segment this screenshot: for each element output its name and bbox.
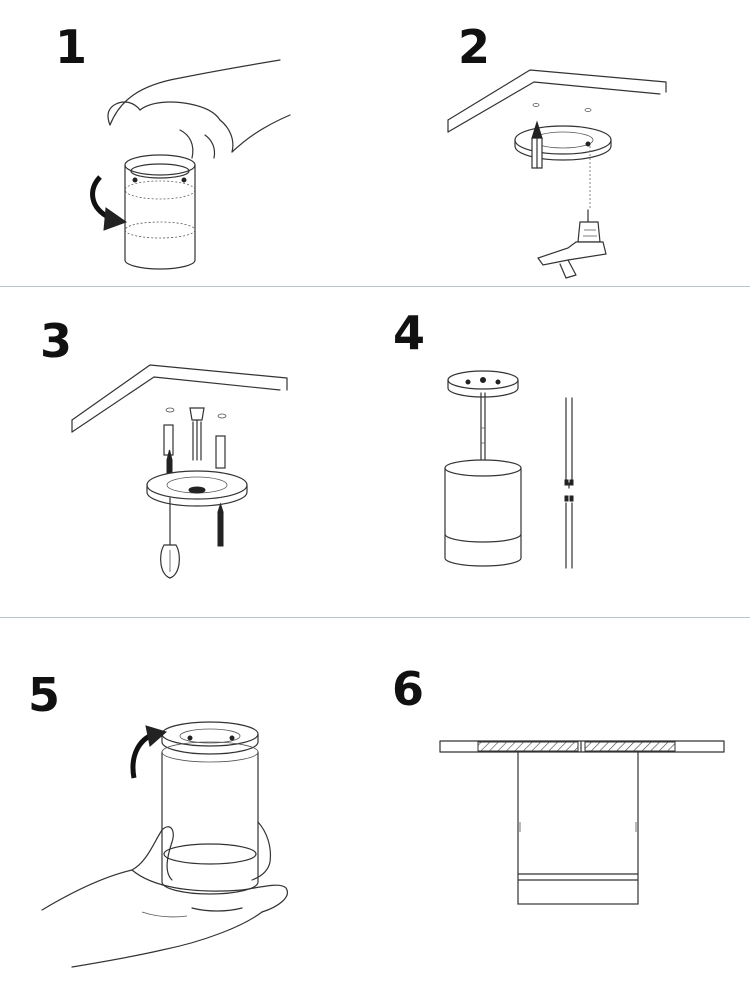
step-3-illustration xyxy=(71,364,288,579)
divider-row-2 xyxy=(0,617,750,618)
step-6-illustration xyxy=(439,740,725,905)
step-number-5: 5 xyxy=(28,668,61,722)
divider-row-1 xyxy=(0,286,750,287)
step-number-6: 6 xyxy=(392,662,425,716)
step-2-illustration xyxy=(447,69,667,279)
step-number-3: 3 xyxy=(40,314,73,368)
step-1-illustration xyxy=(90,59,291,270)
step-5-illustration xyxy=(41,721,288,968)
step-number-4: 4 xyxy=(393,306,426,360)
step-4-illustration xyxy=(444,370,574,569)
step-number-1: 1 xyxy=(55,20,88,74)
step-number-2: 2 xyxy=(458,20,491,74)
